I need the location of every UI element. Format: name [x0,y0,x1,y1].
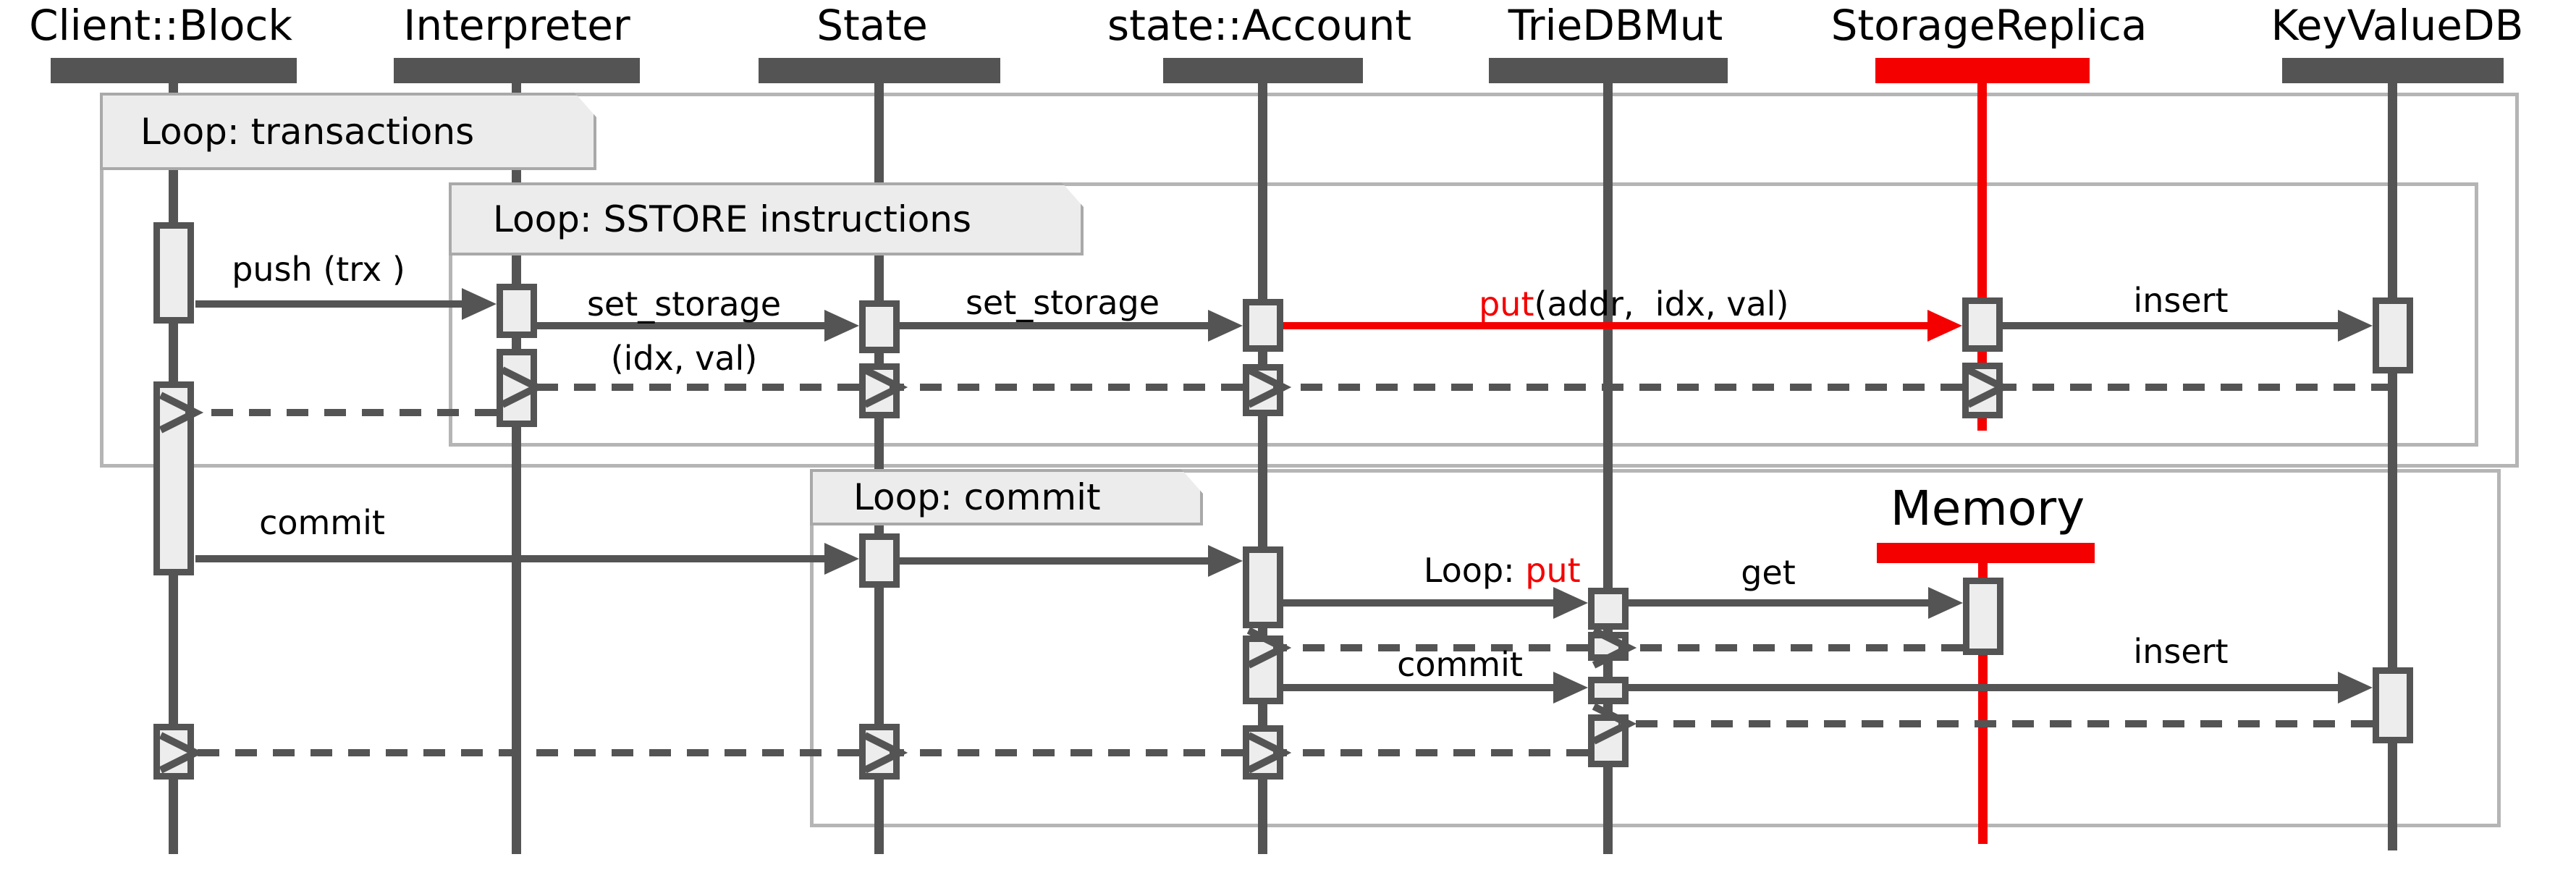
header-bar-triedbmut [1489,58,1728,83]
activation-keyvaluedb-1 [2373,297,2413,373]
activation-client-1 [153,222,194,324]
header-bar-interpreter [394,58,640,83]
message-label-loop-put-keyword: put [1525,551,1581,590]
message-label-get: get [1741,553,1796,592]
message-label-push: push (trx ) [232,250,405,289]
loop-frame-sstore [449,182,2478,447]
message-arrow-return-triedbmut-account-2 [1246,732,1588,774]
message-label-set-storage: set_storage [586,284,782,324]
participant-title-storagereplica: StorageReplica [1830,1,2148,50]
message-arrow-set-storage [537,310,859,342]
header-bar-memory [1877,543,2095,563]
message-arrow-return-storagereplica-account [1246,366,1962,408]
message-arrow-return-state-interpreter [500,366,859,408]
message-label-put: put(addr, idx, val) [1437,245,1789,363]
activation-account-1 [1243,299,1283,352]
message-arrow-push [195,288,497,320]
loop-label-sstore: Loop: SSTORE instructions [449,182,1084,255]
loop-label-commit: Loop: commit [810,469,1203,525]
activation-triedbmut-1 [1588,588,1629,630]
activation-account-3 [1243,546,1283,628]
message-label-commit-2: commit [1397,645,1523,684]
participant-title-keyvaluedb: KeyValueDB [2271,1,2524,50]
message-arrow-get [1629,587,1963,619]
activation-memory-1 [1963,578,2003,655]
participant-title-state: State [816,1,928,50]
activation-state-3 [859,533,900,588]
participant-title-state-account: state::Account [1107,1,1412,50]
header-bar-keyvaluedb [2282,58,2504,83]
message-arrow-put [1283,310,1962,342]
message-label-put-args: (addr, idx, val) [1534,284,1789,324]
message-label-insert-top: insert [2133,281,2229,320]
message-label-set-storage-2: set_storage [965,283,1160,322]
lifeline-keyvaluedb [2388,80,2397,850]
message-arrow-state-account-forward [900,545,1243,577]
message-label-commit: commit [259,503,385,542]
loop-label-transactions-text: Loop: transactions [140,110,475,153]
message-label-insert-bottom: insert [2133,632,2229,671]
activation-storagereplica-1 [1962,297,2003,352]
activation-triedbmut-3 [1588,677,1629,704]
message-arrow-set-storage-2 [900,310,1243,342]
activation-interpreter-1 [497,284,537,338]
lifeline-interpreter [512,80,521,854]
activation-keyvaluedb-2 [2373,667,2413,743]
message-arrow-return-account-state-2 [863,732,1243,774]
message-label-put-keyword: put [1479,284,1534,324]
participant-title-memory: Memory [1890,481,2085,536]
loop-label-sstore-text: Loop: SSTORE instructions [493,198,972,240]
loop-frame-transactions [100,93,2519,468]
message-arrow-return-keyvaluedb-storagereplica [1966,366,2393,408]
message-arrow-insert-bottom [1629,672,2373,704]
participant-title-client-block: Client::Block [29,1,292,50]
message-arrow-return-memory-triedbmut [1592,627,1963,669]
message-arrow-commit-2 [1283,672,1588,704]
message-arrow-return-interpreter-client [159,392,497,434]
message-arrow-loop-put [1283,587,1588,619]
message-label-loop-put-prefix: Loop: [1423,551,1526,590]
message-arrow-insert-top [2003,310,2373,342]
message-label-set-storage-args: (idx, val) [610,339,758,378]
message-arrow-return-triedbmut-account [1246,627,1588,669]
header-bar-client-block [51,58,297,83]
participant-title-triedbmut: TrieDBMut [1508,1,1723,50]
message-arrow-return-keyvaluedb-triedbmut [1592,703,2373,745]
message-arrow-commit [195,543,859,575]
participant-title-interpreter: Interpreter [403,1,630,50]
lifeline-state [874,80,884,854]
header-bar-storagereplica [1875,58,2090,83]
message-arrow-return-state-client [159,732,859,774]
loop-label-commit-text: Loop: commit [853,476,1101,518]
header-bar-state-account [1163,58,1363,83]
message-label-loop-put: Loop: put [1381,512,1581,629]
loop-frame-commit [810,469,2501,827]
activation-state-1 [859,300,900,353]
message-arrow-return-account-state [863,366,1243,408]
loop-label-transactions: Loop: transactions [100,93,596,170]
header-bar-state [759,58,1000,83]
